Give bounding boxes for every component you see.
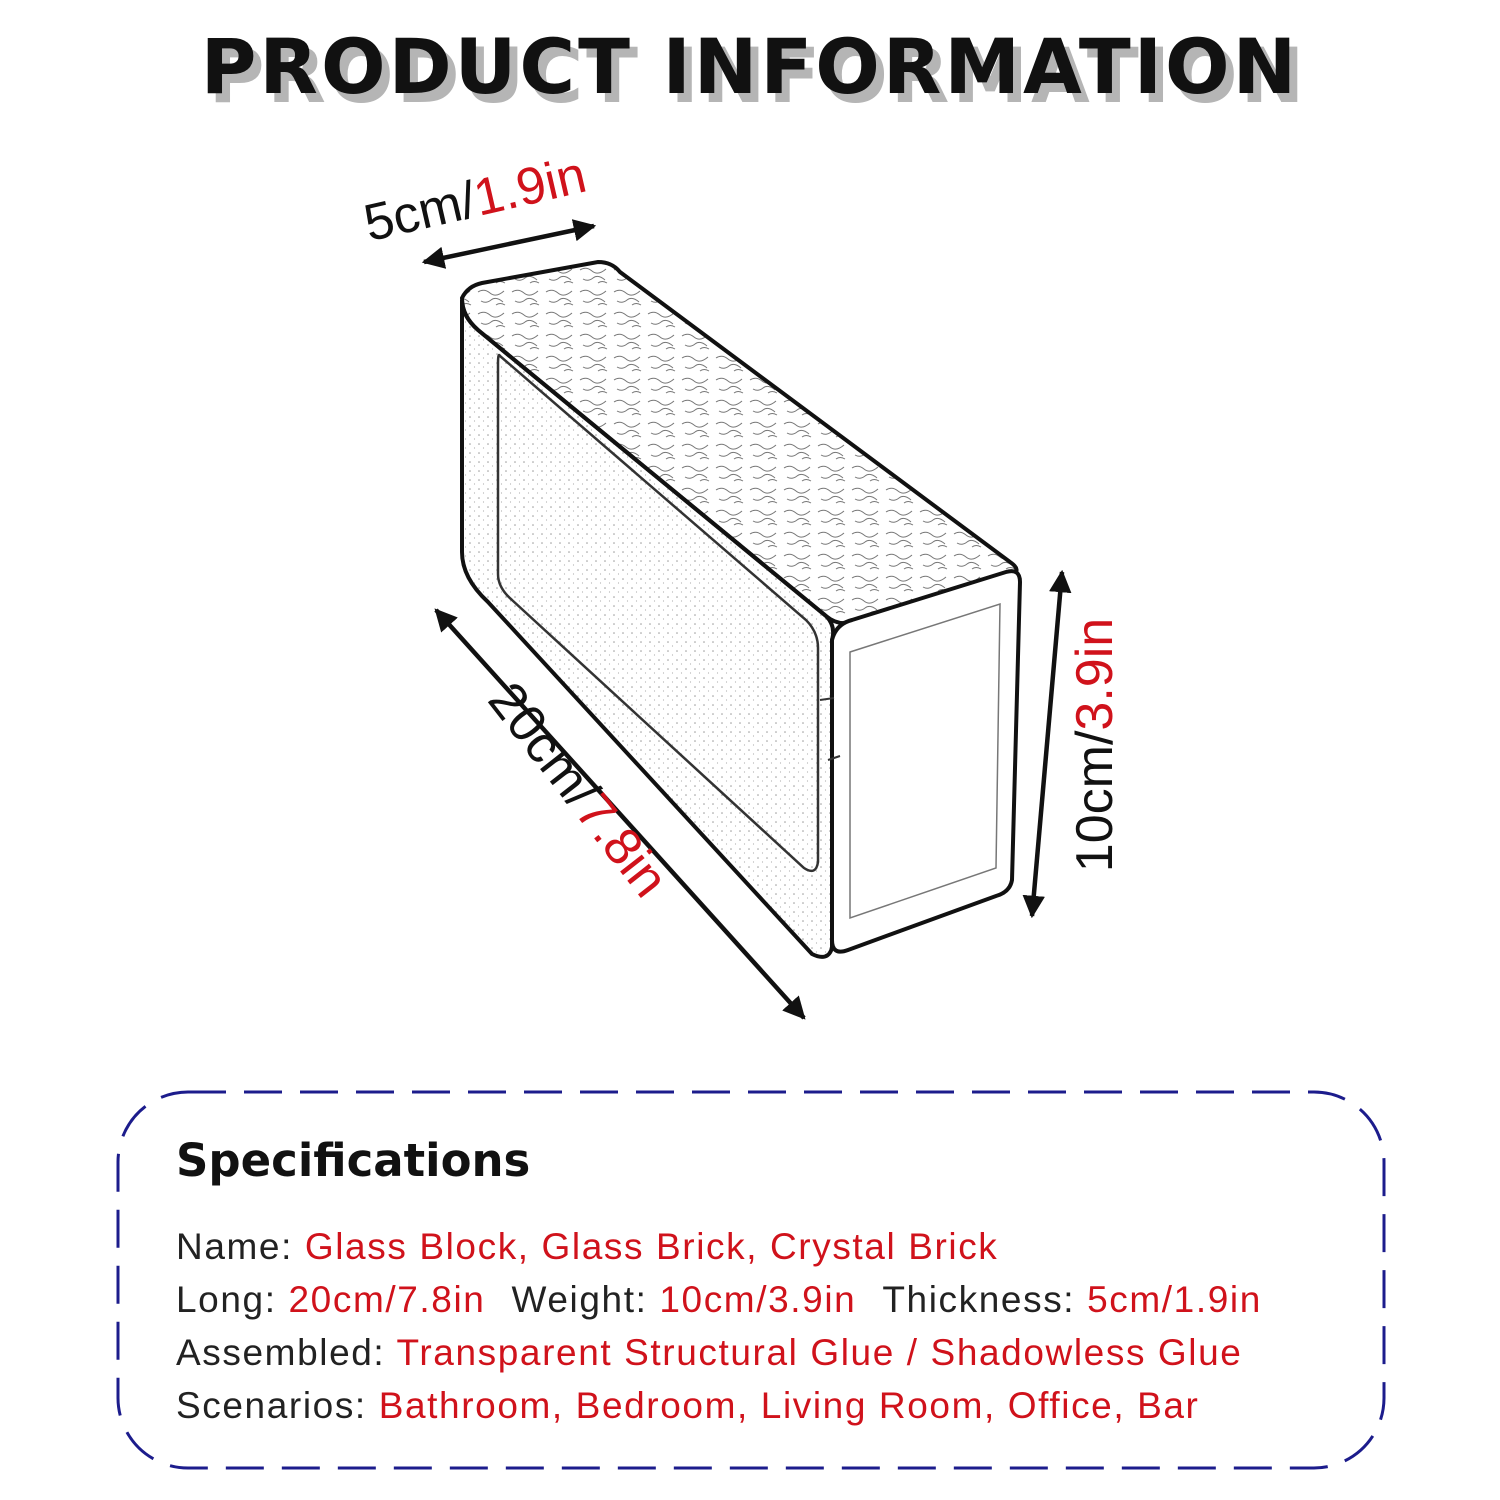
spec-long-value: 20cm/7.8in <box>288 1279 486 1320</box>
page-title: PRODUCT INFORMATION PRODUCT INFORMATION <box>0 22 1500 122</box>
height-arrow <box>1022 569 1072 919</box>
specifications-border <box>116 1090 1386 1470</box>
spec-scenarios-row: Scenarios: Bathroom, Bedroom, Living Roo… <box>176 1379 1262 1432</box>
spec-assembled-value: Transparent Structural Glue / Shadowless… <box>396 1332 1243 1373</box>
specifications-panel: Specifications Name: Glass Block, Glass … <box>116 1090 1386 1470</box>
spec-weight-value: 10cm/3.9in <box>659 1279 857 1320</box>
page-title-text: PRODUCT INFORMATION <box>200 22 1300 111</box>
spec-scenarios-value: Bathroom, Bedroom, Living Room, Office, … <box>378 1385 1200 1426</box>
spec-assembled-row: Assembled: Transparent Structural Glue /… <box>176 1326 1262 1379</box>
height-imperial: 3.9in <box>1066 617 1124 731</box>
thickness-arrow <box>421 219 597 269</box>
spec-scenarios-label: Scenarios: <box>176 1385 379 1426</box>
spec-assembled-label: Assembled: <box>176 1332 397 1373</box>
block-end-face <box>830 569 1023 954</box>
height-metric: 10cm/ <box>1066 730 1124 873</box>
spec-size-row: Long: 20cm/7.8in Weight: 10cm/3.9in Thickn… <box>176 1273 1262 1326</box>
spec-name-value: Glass Block, Glass Brick, Crystal Brick <box>304 1226 999 1267</box>
specifications-heading: Specifications <box>176 1134 531 1187</box>
glass-block-illustration <box>421 219 1072 1020</box>
spec-weight-label: Weight: <box>511 1279 660 1320</box>
page-title-shadow: PRODUCT INFORMATION <box>208 31 1308 120</box>
length-arrow <box>434 608 806 1020</box>
specifications-list: Name: Glass Block, Glass Brick, Crystal … <box>176 1220 1262 1432</box>
spec-thickness-value: 5cm/1.9in <box>1087 1279 1262 1320</box>
spec-long-label: Long: <box>176 1279 289 1320</box>
glass-block-diagram: 5cm/1.9in 10cm/3.9in 20cm/7.8in <box>359 146 1125 1020</box>
spec-thickness-label: Thickness: <box>882 1279 1088 1320</box>
height-dimension-label: 10cm/3.9in <box>1065 618 1125 872</box>
block-end-panel <box>849 602 1001 920</box>
spec-name-label: Name: <box>176 1226 305 1267</box>
spec-name-row: Name: Glass Block, Glass Brick, Crystal … <box>176 1220 1262 1273</box>
